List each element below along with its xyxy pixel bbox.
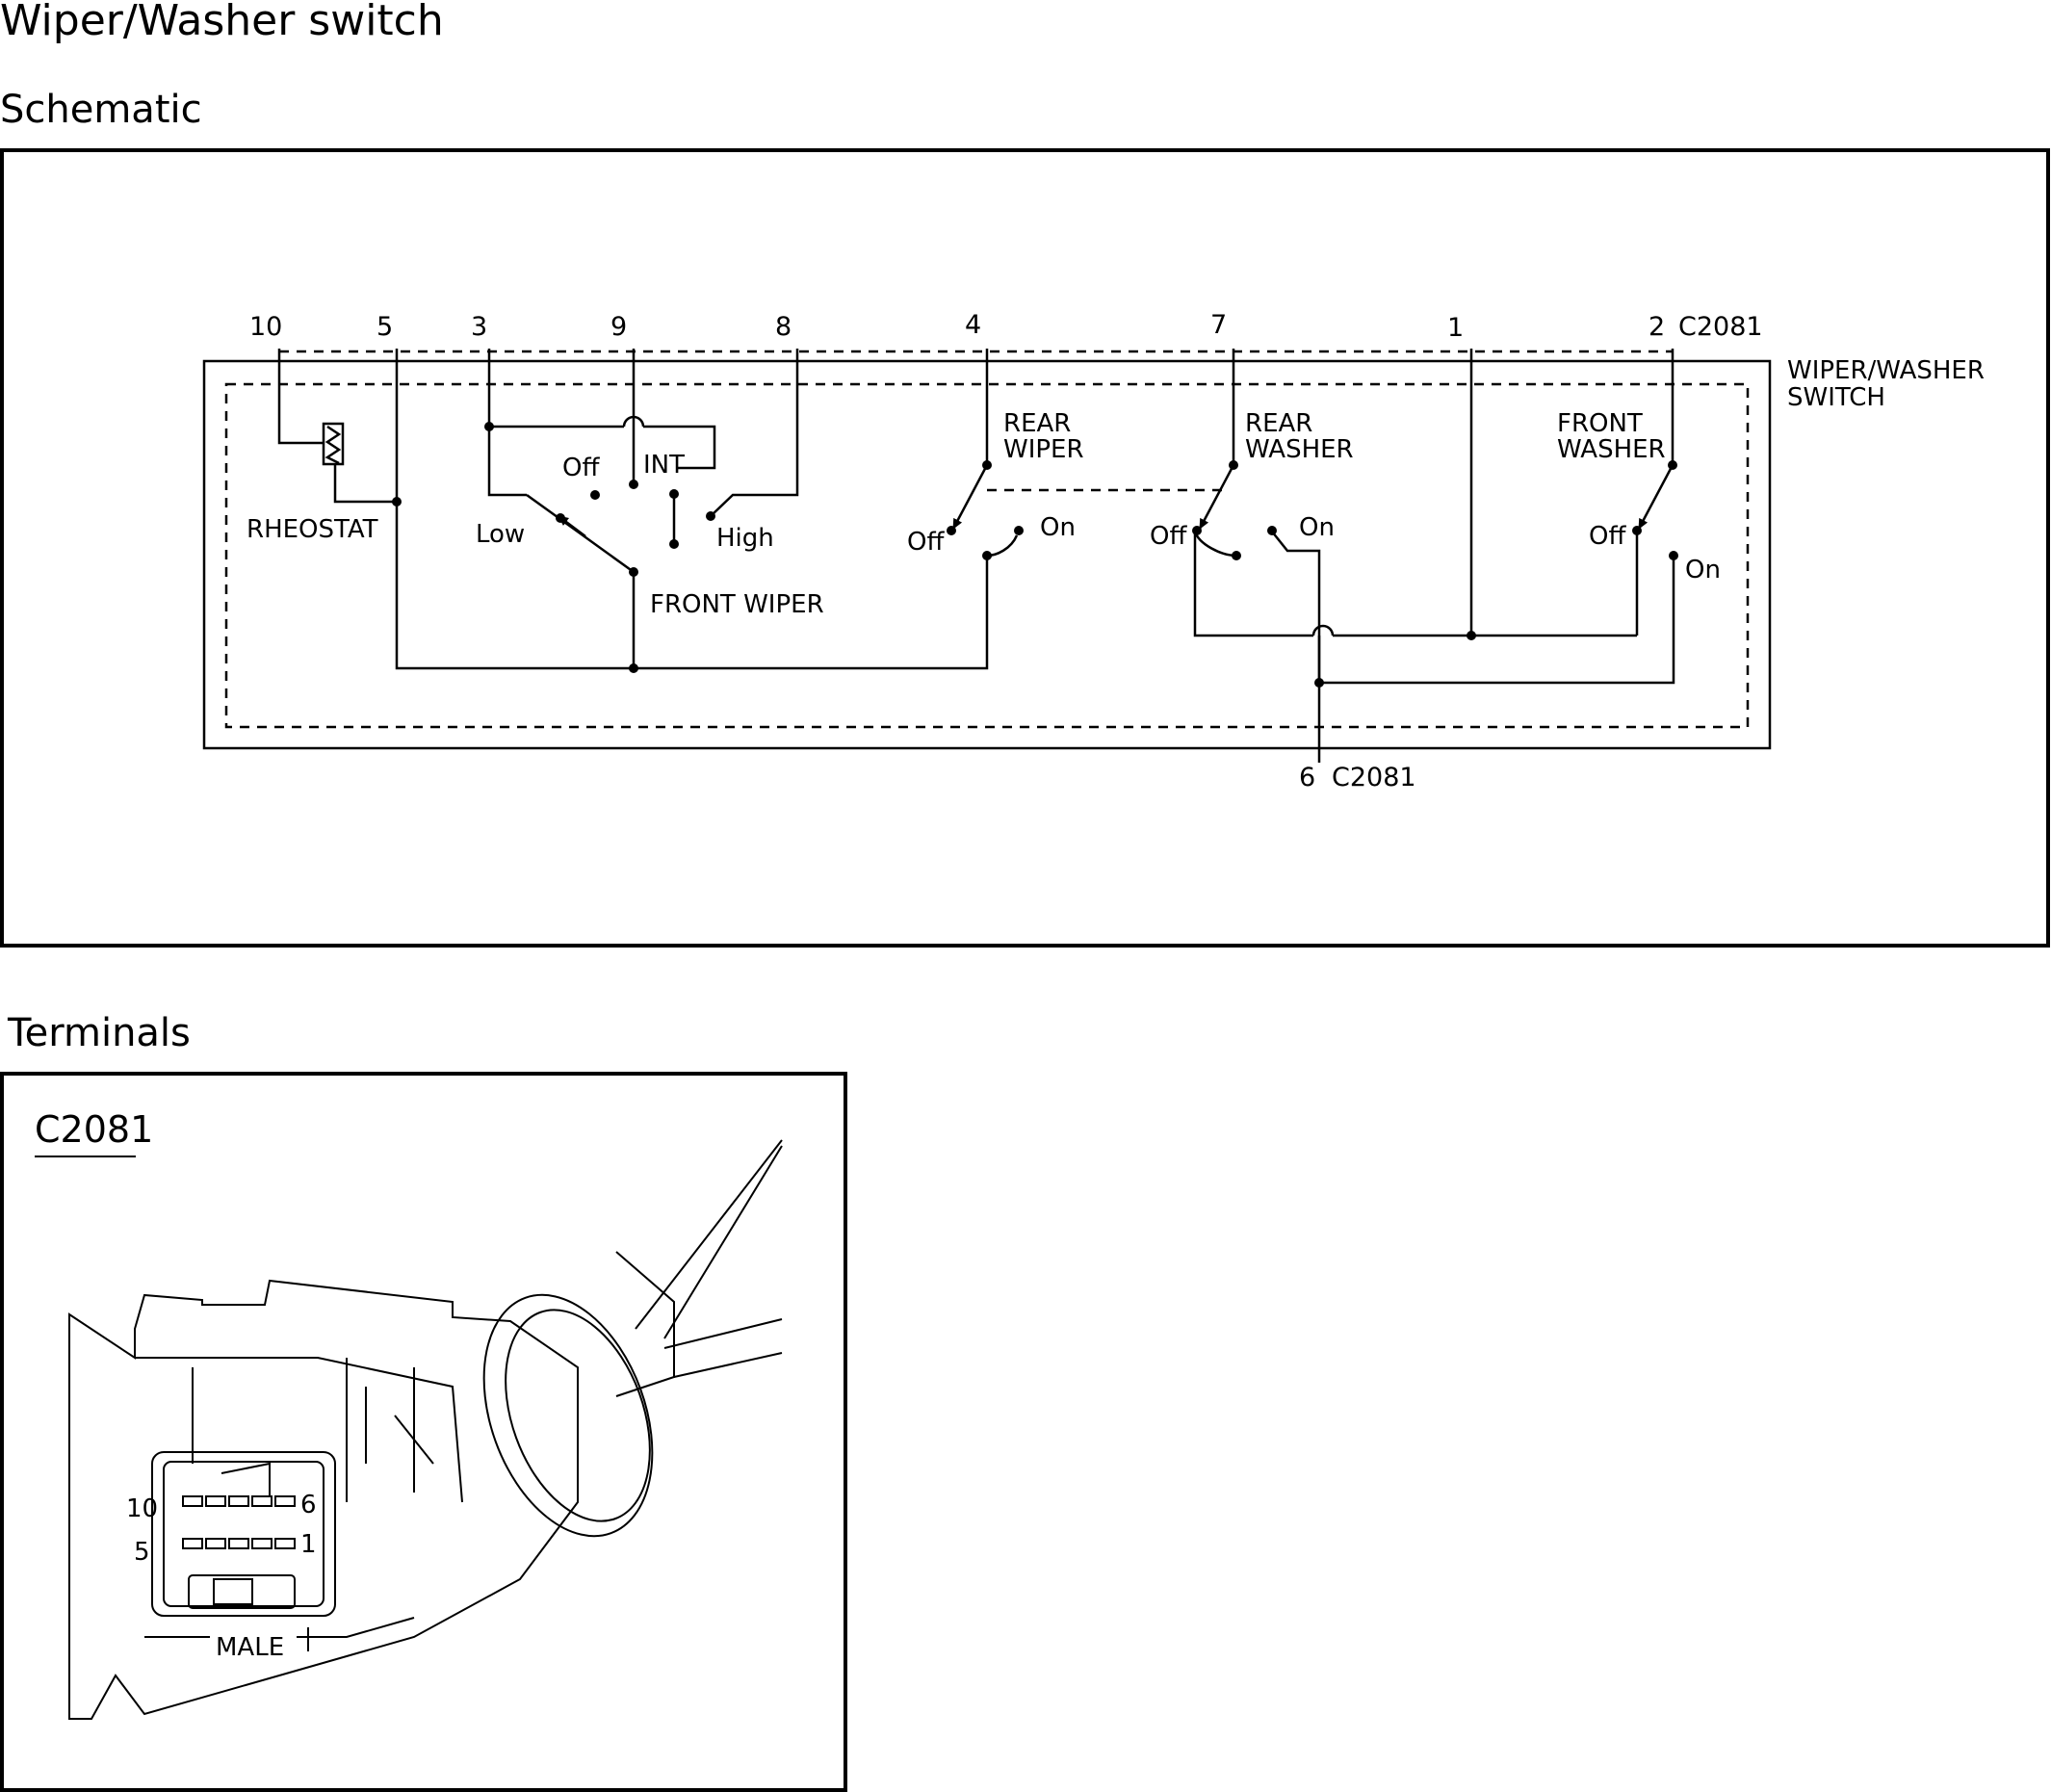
- junction-dots: [392, 422, 1678, 688]
- rear-wiper-off-label: Off: [907, 528, 945, 557]
- rear-washer-label-1: REAR: [1245, 409, 1312, 438]
- pin-10-label: 10: [249, 312, 282, 342]
- front-wiper-off-label: Off: [562, 454, 600, 482]
- front-washer-off-label: Off: [1589, 522, 1626, 551]
- terminal-pin-1: 1: [300, 1530, 317, 1559]
- pin-2-label: 2: [1649, 312, 1665, 342]
- terminals-heading: Terminals: [8, 1011, 191, 1055]
- front-washer-on-label: On: [1685, 556, 1721, 584]
- connector-label-top: C2081: [1678, 312, 1763, 342]
- front-wiper-low-label: Low: [476, 520, 525, 549]
- rear-washer-off-label: Off: [1150, 522, 1187, 551]
- terminal-pin-labels: 10 6 5 1: [126, 1491, 317, 1567]
- schematic-frame: [0, 148, 2050, 948]
- pin-1-label: 1: [1447, 313, 1464, 343]
- wiring: [277, 349, 1675, 763]
- component-label-1: WIPER/WASHER: [1787, 356, 1985, 385]
- connector-title: C2081: [35, 1108, 153, 1151]
- pin-7-label: 7: [1210, 310, 1227, 340]
- page-title: Wiper/Washer switch: [0, 0, 444, 45]
- rear-wiper-on-label: On: [1040, 513, 1076, 542]
- front-washer-label-2: WASHER: [1557, 435, 1666, 464]
- connector-pins: [182, 1495, 296, 1549]
- terminals-frame: [0, 1072, 847, 1792]
- front-wiper-int-label: INT: [643, 451, 685, 480]
- rear-wiper-label-2: WIPER: [1003, 435, 1084, 464]
- front-wiper-high-label: High: [716, 524, 774, 553]
- schematic-heading: Schematic: [0, 88, 202, 132]
- terminal-pin-5: 5: [134, 1538, 150, 1567]
- switch-illustration: [68, 1139, 783, 1720]
- schematic-labels: RHEOSTAT Off INT Low High FRONT WIPER RE…: [247, 409, 1721, 619]
- rheostat-label: RHEOSTAT: [247, 515, 378, 544]
- front-wiper-label: FRONT WIPER: [650, 590, 824, 619]
- pin-8-label: 8: [775, 312, 792, 342]
- pin-6-label: 6: [1299, 763, 1315, 792]
- connector-gender-label: MALE: [216, 1633, 284, 1662]
- rear-wiper-label-1: REAR: [1003, 409, 1071, 438]
- switch-internal-outline: [224, 382, 1750, 729]
- pin-4-label: 4: [965, 310, 981, 340]
- pin-5-label: 5: [376, 312, 393, 342]
- pin-3-label: 3: [471, 312, 487, 342]
- pin-numbers: 10 5 3 9 8 4 7 1 2 C2081 6 C2081: [249, 310, 1763, 792]
- component-label-2: SWITCH: [1787, 383, 1885, 412]
- rear-washer-on-label: On: [1299, 513, 1335, 542]
- rear-washer-label-2: WASHER: [1245, 435, 1354, 464]
- pin-9-label: 9: [610, 312, 627, 342]
- connector-label-bottom: C2081: [1332, 763, 1416, 792]
- front-washer-label-1: FRONT: [1557, 409, 1643, 438]
- terminal-pin-6: 6: [300, 1491, 317, 1519]
- terminal-pin-10: 10: [126, 1494, 158, 1523]
